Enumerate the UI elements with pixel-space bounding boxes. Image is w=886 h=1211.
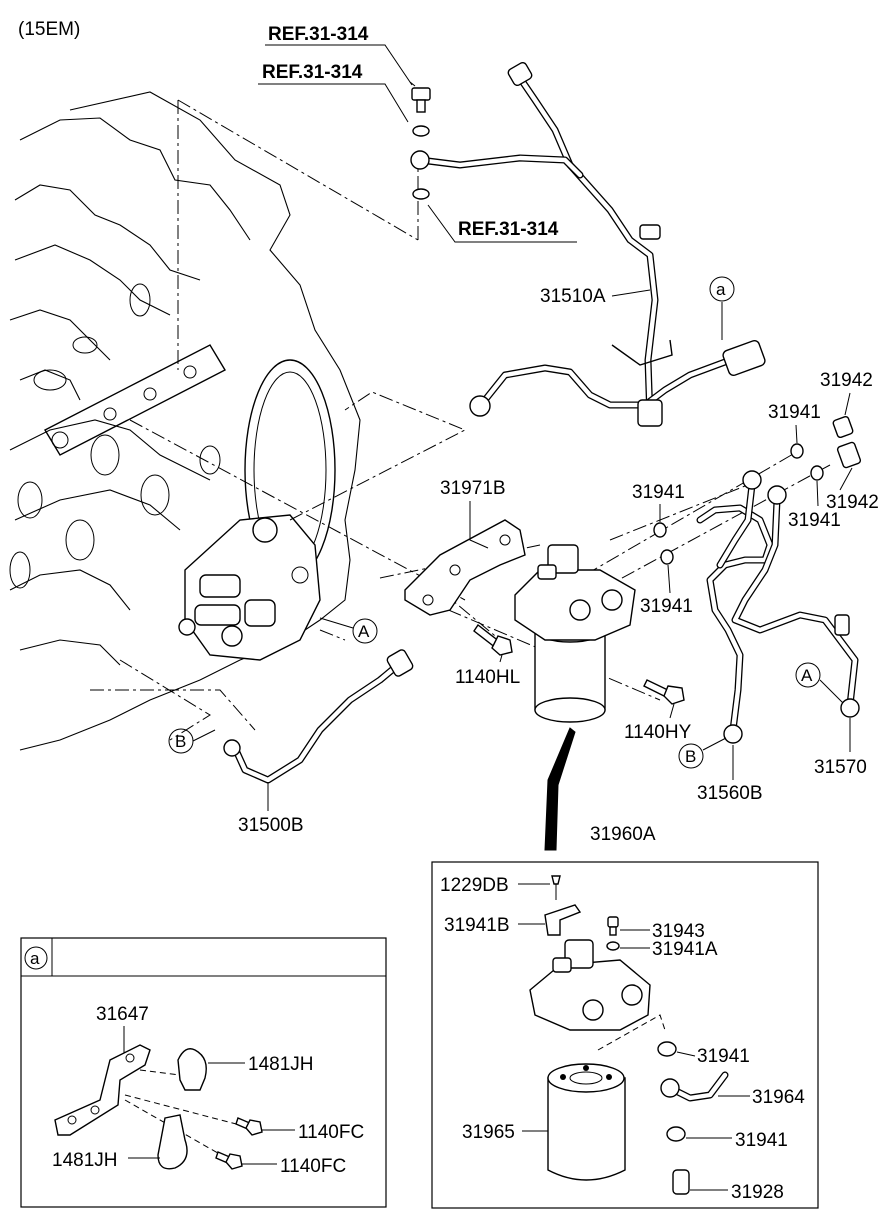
label-31941-b: 31941 (735, 1130, 788, 1151)
inset-arrow (544, 727, 576, 851)
callout-a-top: a (709, 276, 735, 340)
label-1140HL: 1140HL (455, 667, 520, 688)
callouts-AB: A A B B (168, 617, 844, 769)
label-31941-a: 31941 (697, 1046, 750, 1067)
callout-B-right: B (685, 747, 696, 766)
label-31941B: 31941B (444, 915, 510, 936)
label-1229DB: 1229DB (440, 875, 509, 896)
label-31647: 31647 (96, 1004, 149, 1025)
label-1140FC-bottom: 1140FC (280, 1156, 346, 1177)
right-fittings (653, 415, 862, 565)
fuel-pump (178, 514, 321, 661)
ref-label-3: REF.31-314 (458, 219, 559, 240)
label-31928: 31928 (731, 1182, 784, 1203)
label-1481JH-top: 1481JH (248, 1054, 314, 1075)
label-31500B: 31500B (238, 815, 304, 836)
label-31941-mid: 31941 (788, 510, 841, 531)
guide-lines (90, 99, 831, 741)
ref-label-1: REF.31-314 (268, 24, 369, 45)
label-1140FC-top: 1140FC (298, 1122, 364, 1143)
pipe-31500B (223, 649, 414, 784)
label-1140HY: 1140HY (624, 722, 692, 743)
inset-a-clamps: a 31647 1481JH 1140FC 1481JH 1140FC (20, 937, 387, 1208)
label-31943: 31943 (652, 921, 705, 942)
inset-fuel-filter: 1229DB 31941B 31943 31941A 31941 31964 3… (431, 861, 819, 1209)
callout-A-right: A (801, 666, 813, 685)
callout-A-left: A (358, 622, 370, 641)
label-31941-top: 31941 (768, 402, 821, 423)
fuel-filter-assembly (514, 544, 636, 723)
label-31964: 31964 (752, 1087, 805, 1108)
label-31942-top: 31942 (820, 370, 873, 391)
label-31942-mid: 31942 (826, 492, 879, 513)
label-31560B: 31560B (697, 783, 763, 804)
label-31941-c2: 31941 (640, 596, 693, 617)
pipe-31510A (416, 61, 766, 427)
part-labels: 31510A 31942 31941 31942 31941 31971B 31… (238, 286, 879, 845)
label-31965: 31965 (462, 1122, 515, 1143)
ref-bolts (410, 87, 431, 200)
bolts (473, 623, 685, 705)
model-code: (15EM) (18, 19, 80, 40)
bracket-31971B (404, 519, 526, 616)
label-1481JH-bottom: 1481JH (52, 1150, 118, 1171)
inset-a-header: a (30, 949, 40, 968)
label-31941-c1: 31941 (632, 482, 685, 503)
return-pipes (696, 470, 860, 744)
label-31971B: 31971B (440, 478, 506, 499)
label-31941A: 31941A (652, 939, 718, 960)
label-31510A: 31510A (540, 286, 606, 307)
engine-block (9, 91, 361, 751)
label-31570: 31570 (814, 757, 867, 778)
callout-a-label: a (716, 280, 726, 299)
ref-callouts: REF.31-314 REF.31-314 REF.31-314 (258, 24, 577, 243)
callout-B-left: B (175, 732, 186, 751)
ref-label-2: REF.31-314 (262, 62, 363, 83)
label-31960A: 31960A (590, 824, 656, 845)
